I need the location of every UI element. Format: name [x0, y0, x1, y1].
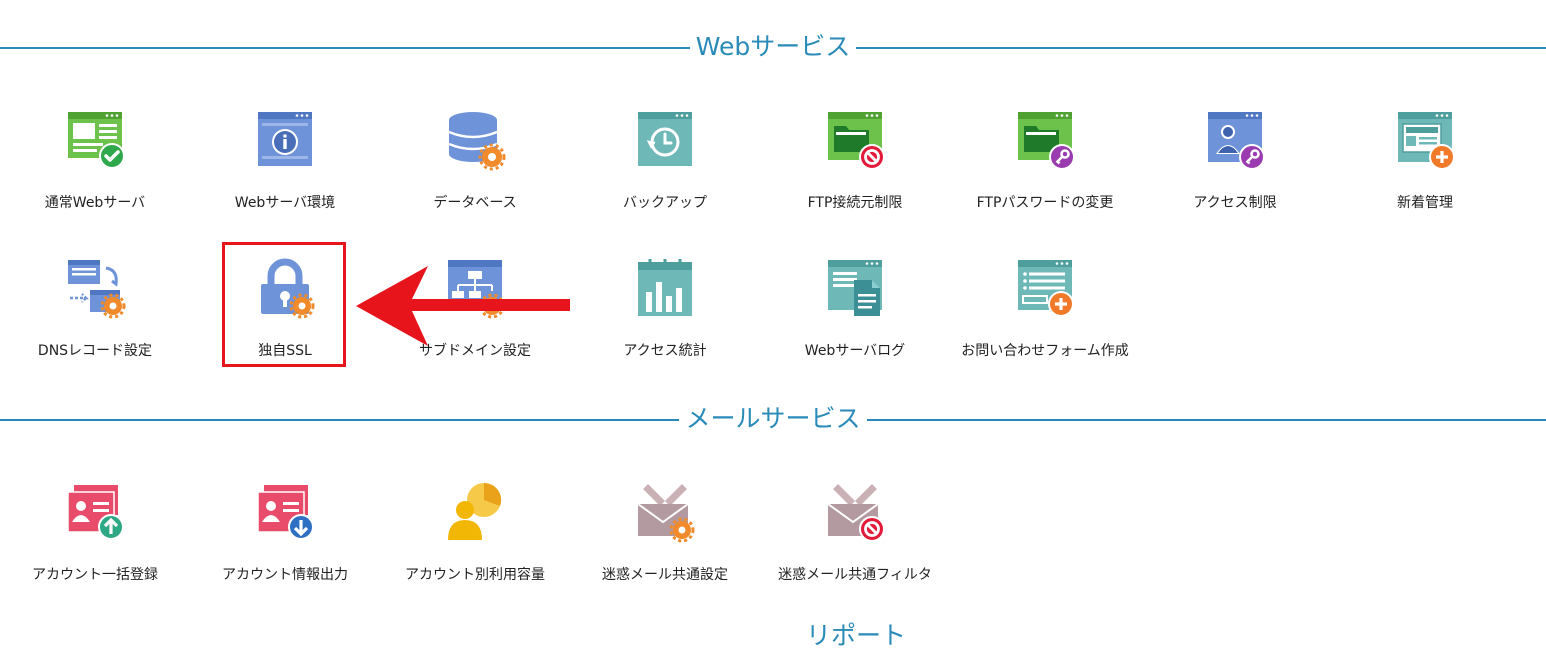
- info-window-icon: [254, 110, 316, 172]
- menu-item-label: 独自SSL: [258, 343, 312, 359]
- menu-item-label: アカウント情報出力: [222, 567, 348, 583]
- ftp-key-icon: [1014, 110, 1076, 172]
- account-download-icon: [254, 482, 316, 544]
- spam-gear-icon: [634, 482, 696, 544]
- menu-item-label: アクセス制限: [1193, 195, 1277, 211]
- menu-item-web-server-log[interactable]: Webサーバログ: [760, 258, 950, 388]
- section-title: Webサービス: [689, 32, 857, 61]
- menu-item-label: アクセス統計: [623, 343, 707, 359]
- menu-item-label: DNSレコード設定: [37, 343, 153, 359]
- menu-item-label: お問い合わせフォーム作成: [961, 343, 1129, 359]
- menu-item-custom-ssl[interactable]: 独自SSL: [190, 258, 380, 388]
- section-mail-header: メールサービス: [0, 399, 1546, 439]
- section-title: メールサービス: [679, 404, 867, 433]
- menu-item-account-usage[interactable]: アカウント別利用容量: [380, 482, 570, 612]
- menu-item-label: 通常Webサーバ: [44, 195, 146, 211]
- log-document-icon: [824, 258, 886, 320]
- menu-item-account-info-export[interactable]: アカウント情報出力: [190, 482, 380, 612]
- lock-gear-icon: [254, 258, 316, 320]
- user-pie-icon: [444, 482, 506, 544]
- menu-item-label: アカウント一括登録: [32, 567, 158, 583]
- menu-item-database[interactable]: データベース: [380, 110, 570, 240]
- menu-item-label: Webサーバログ: [804, 343, 906, 359]
- section-report-title: リポート: [806, 621, 907, 650]
- menu-item-news-management[interactable]: 新着管理: [1330, 110, 1520, 240]
- web-ok-icon: [64, 110, 126, 172]
- database-gear-icon: [444, 110, 506, 172]
- menu-item-label: データベース: [433, 195, 517, 211]
- menu-item-label: 迷惑メール共通設定: [602, 567, 728, 583]
- news-add-icon: [1394, 110, 1456, 172]
- menu-item-label: Webサーバ環境: [234, 195, 336, 211]
- menu-item-label: バックアップ: [623, 195, 707, 211]
- spam-block-icon: [824, 482, 886, 544]
- highlight-box: [222, 242, 346, 367]
- menu-item-label: FTPパスワードの変更: [976, 195, 1114, 211]
- form-add-icon: [1014, 258, 1076, 320]
- menu-item-contact-form-creation[interactable]: お問い合わせフォーム作成: [950, 258, 1140, 388]
- menu-item-label: アカウント別利用容量: [405, 567, 545, 583]
- menu-item-access-restriction[interactable]: アクセス制限: [1140, 110, 1330, 240]
- menu-item-label: 新着管理: [1397, 195, 1453, 211]
- menu-item-ftp-password-change[interactable]: FTPパスワードの変更: [950, 110, 1140, 240]
- menu-item-spam-common-filter[interactable]: 迷惑メール共通フィルタ: [760, 482, 950, 612]
- menu-item-backup[interactable]: バックアップ: [570, 110, 760, 240]
- backup-clock-icon: [634, 110, 696, 172]
- menu-item-account-bulk-registration[interactable]: アカウント一括登録: [0, 482, 190, 612]
- menu-item-label: 迷惑メール共通フィルタ: [778, 567, 932, 583]
- pointer-arrow-icon: [356, 266, 572, 352]
- ftp-block-icon: [824, 110, 886, 172]
- section-web-header: Webサービス: [0, 27, 1546, 67]
- menu-item-label: サブドメイン設定: [419, 343, 531, 359]
- dns-gear-icon: [64, 258, 126, 320]
- chart-calendar-icon: [634, 258, 696, 320]
- menu-item-ftp-access-restriction[interactable]: FTP接続元制限: [760, 110, 950, 240]
- user-key-icon: [1204, 110, 1266, 172]
- menu-item-access-statistics[interactable]: アクセス統計: [570, 258, 760, 388]
- menu-item-web-server-environment[interactable]: Webサーバ環境: [190, 110, 380, 240]
- menu-item-spam-common-settings[interactable]: 迷惑メール共通設定: [570, 482, 760, 612]
- menu-item-dns-record-settings[interactable]: DNSレコード設定: [0, 258, 190, 388]
- menu-item-standard-web-server[interactable]: 通常Webサーバ: [0, 110, 190, 240]
- account-upload-icon: [64, 482, 126, 544]
- menu-item-label: FTP接続元制限: [807, 195, 903, 211]
